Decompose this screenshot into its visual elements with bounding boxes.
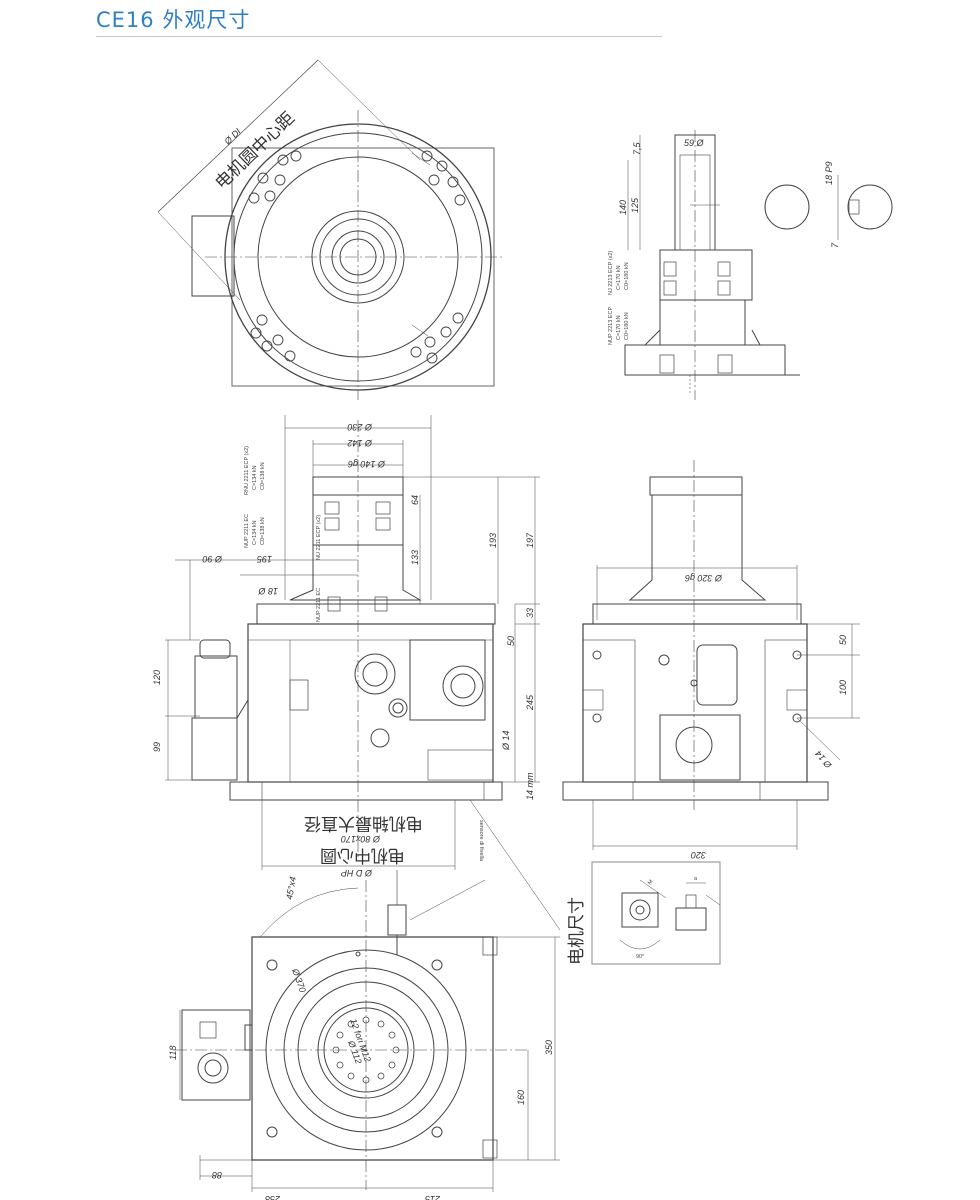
dim-front-33: 33: [525, 608, 535, 618]
dim-side-50: 50: [838, 635, 848, 645]
dim-front-140: Ø 140 g6: [348, 459, 386, 469]
dimension-labels: Ø DI 电机圆中心距 59 Ø 7,5 140 125 18 P9 7 NJ …: [152, 108, 848, 1200]
bearing-nup2211: NUP 2211 EC: [244, 514, 250, 548]
bearing-nj-c: C=170 kN: [616, 265, 622, 290]
dim-side-320: 320: [691, 850, 706, 860]
dim-top-7: 7: [830, 242, 840, 248]
dim-plan-88: 88: [212, 1170, 222, 1180]
label-motor-size: 电机尺寸: [567, 897, 587, 965]
dim-front-230: Ø 230: [347, 422, 373, 432]
dim-plan-258: 258: [265, 1194, 281, 1200]
dim-plan-215: 215: [424, 1194, 441, 1200]
bearing-nup2213-c: C=170 kN: [616, 315, 622, 340]
label-motor-center-distance: 电机圆中心距: [212, 108, 299, 193]
dim-top-59: 59 Ø: [684, 138, 705, 148]
bearing-nup-c: C=134 kN: [252, 520, 258, 545]
dim-front-99: 99: [152, 742, 162, 752]
shaft-detail-view: [624, 130, 893, 400]
dim-top-18p9: 18 P9: [824, 161, 834, 185]
front-view: [165, 415, 561, 931]
dim-front-120: 120: [152, 670, 162, 685]
dim-plan-118: 118: [168, 1046, 178, 1060]
bearing-nj2213: NJ 2213 ECP (x2): [608, 251, 614, 295]
dim-front-hp: Ø D HP: [341, 868, 373, 878]
dim-plan-350: 350: [544, 1040, 554, 1055]
dim-front-193: 193: [488, 533, 498, 548]
dim-top-125: 125: [630, 197, 640, 213]
dim-top-75: 7,5: [632, 141, 642, 155]
dim-top-di: Ø DI: [222, 126, 243, 147]
dim-front-195: 195: [256, 554, 272, 564]
dim-side-100: 100: [838, 680, 848, 695]
dim-detail-90: 90°: [636, 954, 644, 960]
bearing-nj-c0: C0=180 kN: [624, 262, 630, 290]
dim-front-133: 133: [410, 550, 420, 565]
bearing-nup2213-c0: C0=180 kN: [624, 312, 630, 340]
dim-front-14mm: 14 mm: [525, 772, 535, 800]
plan-view: [175, 870, 560, 1192]
dim-front-14: Ø 14: [501, 730, 511, 751]
dim-front-80x170: Ø 80x170: [341, 834, 381, 844]
dim-plan-45x4: 45°x4: [284, 876, 298, 901]
top-view: [157, 59, 505, 400]
side-view: [562, 460, 860, 850]
label-sensore: sensore di fivella: [478, 820, 484, 862]
dim-detail-a: a: [694, 876, 698, 882]
dim-front-245: 245: [525, 694, 535, 711]
dim-front-50: 50: [506, 636, 516, 646]
dim-side-320g6: Ø 320 g6: [685, 573, 723, 583]
bearing-rnu2211: RNU 2211 ECP (x2): [244, 446, 250, 495]
title-underline: [96, 36, 662, 37]
dim-front-142: Ø 142: [347, 438, 373, 448]
dim-front-197: 197: [525, 532, 535, 548]
dim-front-90: Ø 90: [202, 554, 223, 564]
label-motor-shaft-max-dia: 电机轴最大直径: [304, 813, 423, 833]
label-motor-center-circle: 电机中心圆: [320, 845, 405, 865]
bearing-rnu-c: C=134 kN: [252, 465, 258, 490]
bearing-nu2211: NU 2211 ECP (x2): [316, 515, 322, 560]
dim-top-140: 140: [618, 200, 628, 215]
page-title: CE16 外观尺寸: [96, 8, 251, 32]
bearing-nup-c0: C0=138 kN: [260, 517, 266, 545]
bearing-rnu-c0: C0=138 kN: [260, 462, 266, 490]
bearing-nup2213: NUP 2213 ECP: [608, 307, 614, 345]
dim-side-14: Ø 14: [813, 749, 834, 771]
dim-detail-m: M: [647, 879, 655, 887]
dim-front-64: 64: [410, 495, 420, 505]
bearing-nup2211b: NUP 2211 EC: [316, 588, 322, 622]
dim-plan-160: 160: [516, 1090, 526, 1105]
motor-detail: [591, 861, 721, 965]
dim-front-18: 18 Ø: [257, 586, 278, 596]
